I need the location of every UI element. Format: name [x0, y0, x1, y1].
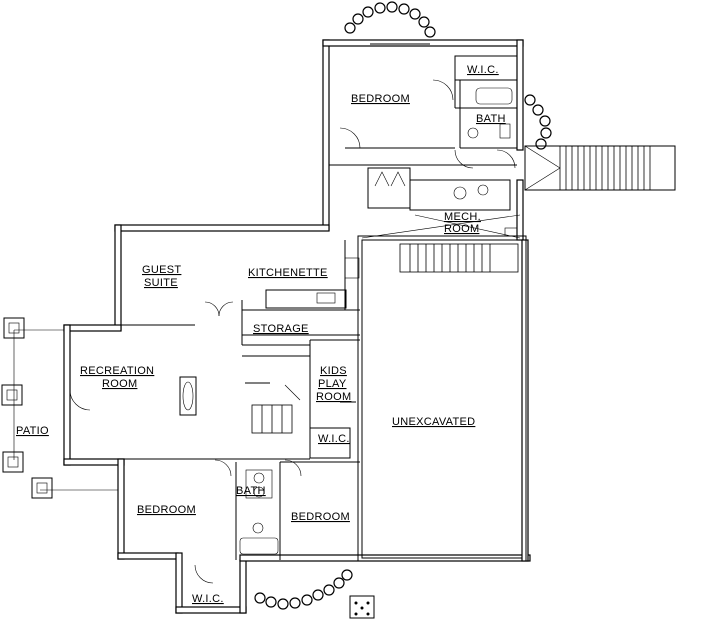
room-label-kids-line1: KIDS	[320, 365, 347, 377]
room-label-bedroom-lower-right: BEDROOM	[291, 511, 350, 523]
room-label-bath-upper: BATH	[476, 113, 506, 125]
ac-unit-icon	[349, 595, 375, 619]
room-label-wic-lower: W.I.C.	[192, 593, 224, 605]
room-label-kids-line2: PLAY	[318, 378, 347, 390]
shrubs-bottom	[254, 569, 353, 610]
room-label-mech-line2: ROOM	[444, 223, 479, 235]
room-label-guest-line2: SUITE	[144, 277, 178, 289]
interior-stairs-top	[399, 243, 519, 273]
room-label-recreation-line1: RECREATION	[80, 365, 154, 377]
upper-bedroom-interior	[339, 43, 518, 149]
shrubs-top	[344, 1, 436, 38]
room-label-storage: STORAGE	[253, 323, 309, 335]
mech-room-interior	[329, 149, 521, 239]
room-label-wic-mid: W.I.C.	[318, 433, 350, 445]
room-label-bath-lower: BATH	[236, 485, 266, 497]
exterior-stairs	[524, 145, 676, 191]
room-label-kitchenette: KITCHENETTE	[248, 267, 328, 279]
lower-rooms-interior	[194, 461, 360, 584]
recreation-room-interior	[69, 376, 310, 477]
room-label-guest-line1: GUEST	[142, 264, 181, 276]
kids-play-interior	[242, 339, 360, 459]
room-label-patio: PATIO	[16, 425, 49, 437]
unexcavated-area	[357, 235, 527, 562]
room-label-bedroom-upper: BEDROOM	[351, 93, 410, 105]
room-label-wic-upper: W.I.C.	[467, 64, 499, 76]
room-label-mech-line1: MECH.	[444, 211, 481, 223]
patio-structure	[1, 317, 118, 499]
shrubs-right	[524, 94, 552, 150]
kitchenette-interior	[121, 240, 360, 345]
room-label-bedroom-lower-left: BEDROOM	[137, 504, 196, 516]
room-label-unexcavated: UNEXCAVATED	[392, 416, 475, 428]
room-label-recreation-line2: ROOM	[102, 378, 137, 390]
room-label-kids-line3: ROOM	[316, 391, 351, 403]
